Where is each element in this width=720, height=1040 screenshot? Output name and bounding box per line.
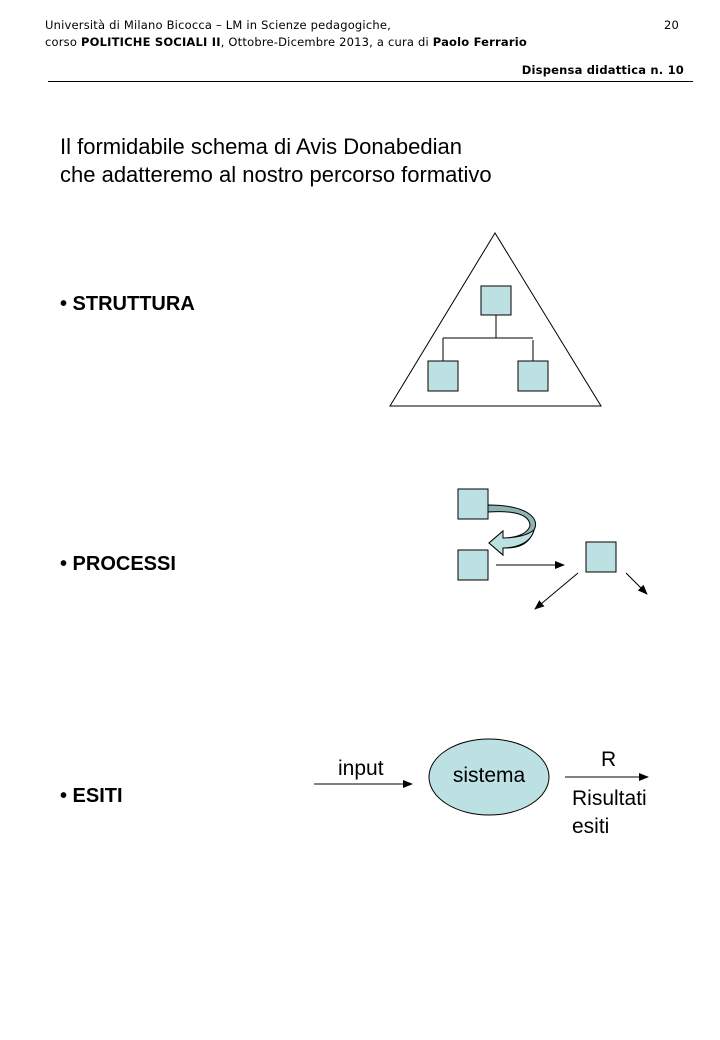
processi-diagram [457,488,648,610]
dispensa-label: Dispensa didattica n. 10 [521,63,684,77]
header-prefix: corso [45,35,81,49]
header-line-1: Università di Milano Bicocca – LM in Sci… [45,18,391,32]
course-name: POLITICHE SOCIALI II [80,35,221,49]
process-box-1 [457,488,489,520]
header-period: , Ottobre-Dicembre 2013, a cura di [220,35,433,49]
process-box-2 [457,549,489,581]
bullet-esiti: • ESITI [60,785,123,807]
header-divider [48,81,693,82]
title-line-1: Il formidabile schema di Avis Donabedian [60,134,462,159]
author-name: Paolo Ferrario [432,35,527,49]
bullet-processi: • PROCESSI [60,553,176,575]
input-label: input [338,757,384,780]
esiti-label: esiti [572,815,610,838]
risultati-label: Risultati [572,787,647,810]
process-box-3 [585,541,617,573]
org-box-right [517,360,549,392]
struttura-diagram [389,232,602,407]
header-line-2: corso POLITICHE SOCIALI II, Ottobre-Dice… [45,35,527,49]
title-line-2: che adatteremo al nostro percorso format… [60,162,492,187]
r-label: R [601,748,617,771]
esiti-diagram [314,738,649,816]
bullet-struttura: • STRUTTURA [60,293,195,315]
org-box-top [480,285,512,316]
org-box-left [427,360,459,392]
sistema-label: sistema [452,764,526,787]
sistema-ellipse [428,738,550,816]
page-number: 20 [664,18,680,32]
